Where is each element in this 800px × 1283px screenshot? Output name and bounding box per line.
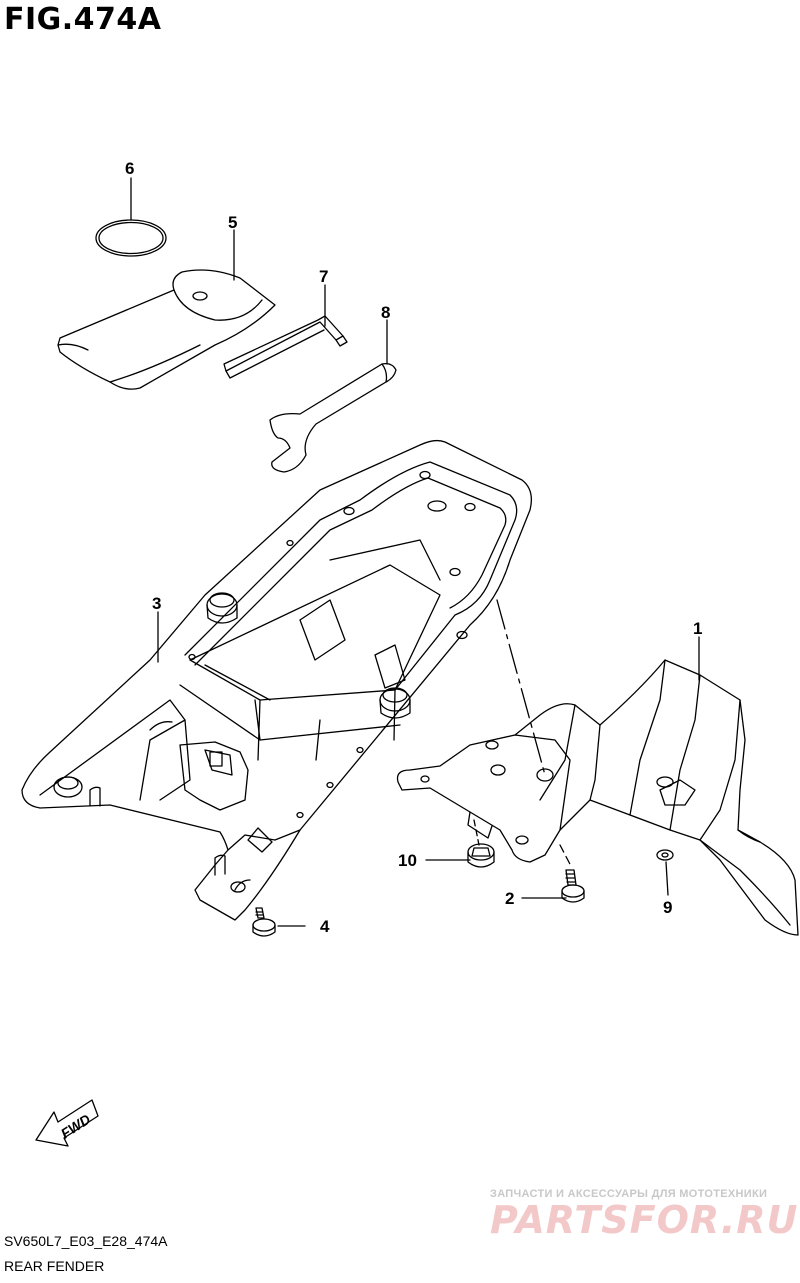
grommet	[379, 687, 411, 719]
part-6-o-ring[interactable]	[95, 219, 167, 257]
figure-code: SV650L7_E03_E28_474A	[4, 1233, 168, 1249]
part-5-tool-bag[interactable]	[57, 269, 276, 390]
part-9-washer[interactable]	[656, 849, 674, 861]
callout-7: 7	[319, 267, 328, 286]
part-1-rear-fender[interactable]	[396, 659, 799, 936]
grommet	[206, 592, 238, 624]
callout-8: 8	[381, 303, 390, 322]
callout-numbers: 6 5 7 8 3 1 4 10 2 9	[125, 159, 702, 936]
callout-6: 6	[125, 159, 134, 178]
watermark-brand: PARTSFOR.RU	[490, 1198, 799, 1242]
grommet	[53, 776, 83, 798]
part-2-bolt[interactable]	[561, 869, 585, 903]
watermark-tagline: ЗАПЧАСТИ И АКСЕССУАРЫ ДЛЯ МОТОТЕХНИКИ	[490, 1188, 768, 1200]
figure-title: FIG.474A	[4, 2, 162, 37]
part-4-screw[interactable]	[252, 907, 276, 937]
callout-2: 2	[505, 889, 514, 908]
part-7-hex-wrench[interactable]	[223, 315, 348, 379]
callout-5: 5	[228, 213, 237, 232]
figure-name: REAR FENDER	[4, 1258, 105, 1274]
callout-9: 9	[663, 898, 672, 917]
callout-3: 3	[152, 594, 161, 613]
part-10-clip-nut[interactable]	[467, 843, 495, 868]
callout-4: 4	[320, 917, 330, 936]
fwd-arrow: FWD	[35, 1099, 99, 1147]
callout-10: 10	[398, 851, 417, 870]
callout-1: 1	[693, 619, 702, 638]
part-3-rear-tray[interactable]	[21, 439, 533, 921]
part-8-spanner[interactable]	[269, 362, 397, 473]
leader-lines	[130, 177, 700, 927]
